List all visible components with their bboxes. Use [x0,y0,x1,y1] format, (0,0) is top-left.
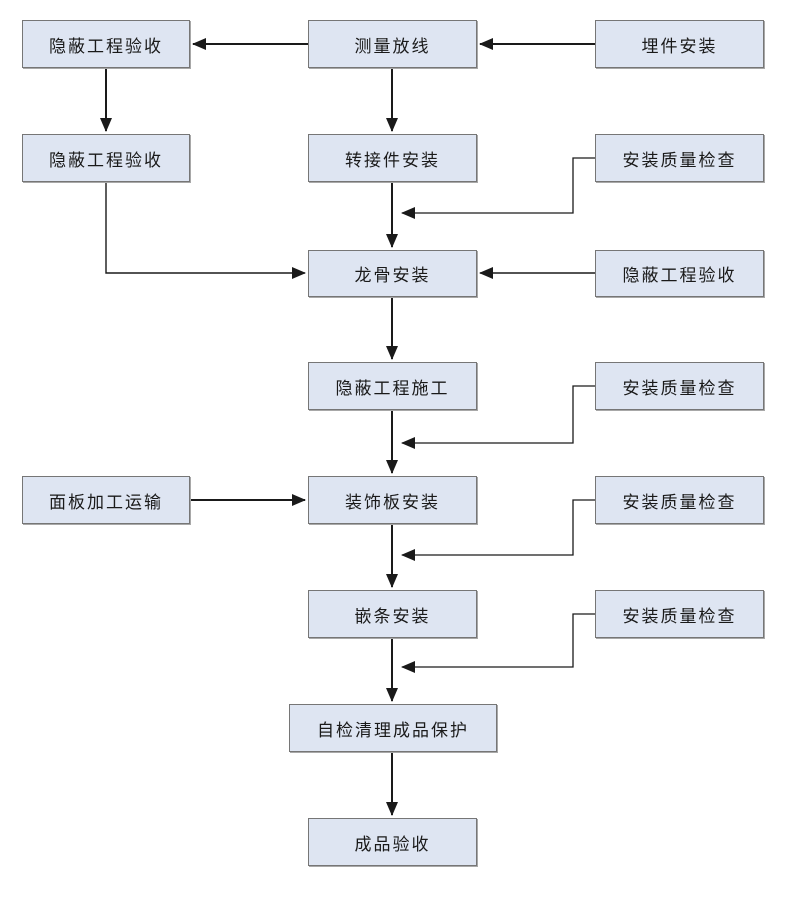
node-install-quality-check-3: 安装质量检查 [595,476,764,524]
connector-jiancha2 [401,385,595,449]
node-install-quality-check-2: 安装质量检查 [595,362,764,410]
node-hidden-work-acceptance-3: 隐蔽工程验收 [595,250,764,297]
node-label: 安装质量检查 [622,492,737,512]
node-trim-strip-install: 嵌条安装 [308,590,477,638]
node-survey-layout: 测量放线 [308,20,477,68]
node-hidden-work-acceptance-2: 隐蔽工程验收 [22,134,190,182]
node-adapter-install: 转接件安装 [308,134,477,182]
node-label: 埋件安装 [641,36,718,56]
connector-jiancha1 [401,157,595,219]
node-label: 龙骨安装 [354,266,431,285]
node-finished-product-acceptance: 成品验收 [308,818,477,866]
node-label: 嵌条安装 [354,606,431,626]
node-install-quality-check-1: 安装质量检查 [595,134,764,182]
node-label: 成品验收 [354,834,431,854]
node-label: 转接件安装 [345,150,440,170]
node-hidden-work-construction: 隐蔽工程施工 [308,362,477,410]
node-self-check-cleanup-protection: 自检清理成品保护 [289,704,497,752]
connector-jiancha4 [401,613,595,673]
node-keel-install: 龙骨安装 [308,250,477,297]
node-label: 装饰板安装 [345,492,440,512]
node-label: 安装质量检查 [622,150,737,170]
node-label: 面板加工运输 [49,492,163,512]
node-hidden-work-acceptance-1: 隐蔽工程验收 [22,20,190,68]
connector-jiancha3 [401,499,595,561]
node-label: 安装质量检查 [622,378,737,398]
node-panel-processing-transport: 面板加工运输 [22,476,190,524]
node-decorative-panel-install: 装饰板安装 [308,476,477,524]
arrow-yinbi2-to-longgu [105,182,306,279]
node-label: 隐蔽工程施工 [335,378,450,398]
node-label: 自检清理成品保护 [317,720,469,740]
node-label: 测量放线 [354,36,431,56]
node-label: 隐蔽工程验收 [49,36,163,56]
node-label: 隐蔽工程验收 [622,266,737,285]
node-label: 安装质量检查 [622,606,737,626]
node-embedded-parts-install: 埋件安装 [595,20,764,68]
node-install-quality-check-4: 安装质量检查 [595,590,764,638]
node-label: 隐蔽工程验收 [49,150,163,170]
